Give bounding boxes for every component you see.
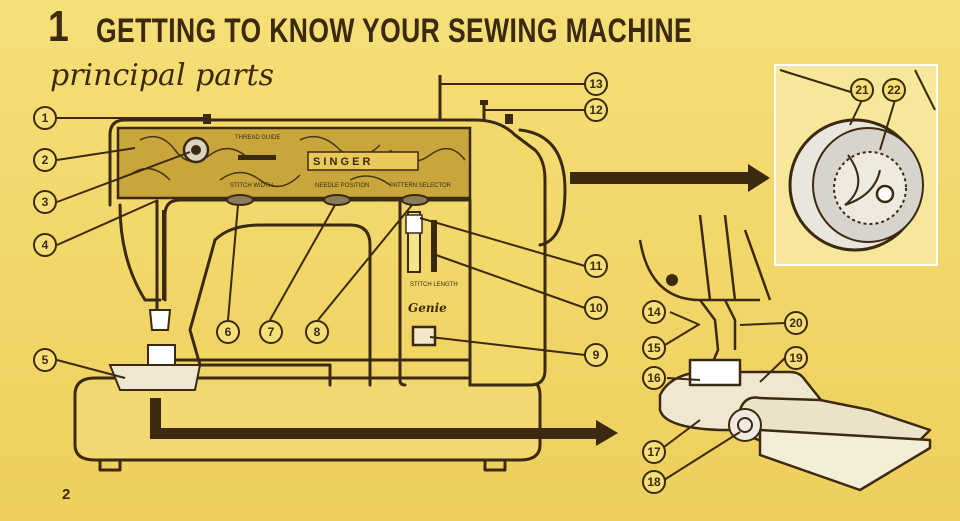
stitch-length-label: STITCH LENGTH bbox=[410, 282, 458, 288]
page-number: 2 bbox=[62, 486, 71, 503]
reverse-stitch-button[interactable] bbox=[411, 325, 437, 347]
callout-13: 13 bbox=[584, 72, 608, 96]
needle-position-dial[interactable] bbox=[323, 194, 351, 206]
callout-8: 8 bbox=[305, 320, 329, 344]
callout-9: 9 bbox=[584, 343, 608, 367]
callout-21: 21 bbox=[850, 78, 874, 102]
chapter-number: 1 bbox=[48, 2, 69, 51]
callout-17: 17 bbox=[642, 440, 666, 464]
callout-6: 6 bbox=[216, 320, 240, 344]
stitch-width-label: STITCH WIDTH bbox=[230, 183, 273, 189]
chapter-title: GETTING TO KNOW YOUR SEWING MACHINE bbox=[96, 12, 693, 50]
stitch-length-lever[interactable] bbox=[405, 214, 423, 234]
page-subtitle: principal parts bbox=[50, 58, 274, 93]
callout-4: 4 bbox=[33, 233, 57, 257]
stitch-width-dial[interactable] bbox=[226, 194, 254, 206]
callout-14: 14 bbox=[642, 300, 666, 324]
callout-5: 5 bbox=[33, 348, 57, 372]
callout-11: 11 bbox=[584, 254, 608, 278]
brand-logo: S I N G E R bbox=[313, 156, 371, 168]
pattern-selector-label: PATTERN SELECTOR bbox=[390, 183, 452, 189]
pattern-selector-dial[interactable] bbox=[401, 194, 429, 206]
bobbin-latch bbox=[875, 184, 895, 204]
threading-label: THREAD GUIDE bbox=[235, 135, 280, 141]
callout-15: 15 bbox=[642, 336, 666, 360]
callout-3: 3 bbox=[33, 190, 57, 214]
callout-20: 20 bbox=[784, 311, 808, 335]
callout-18: 18 bbox=[642, 470, 666, 494]
callout-22: 22 bbox=[882, 78, 906, 102]
callout-16: 16 bbox=[642, 366, 666, 390]
callout-7: 7 bbox=[259, 320, 283, 344]
model-logo: Genie bbox=[408, 301, 447, 315]
callout-10: 10 bbox=[584, 296, 608, 320]
callout-1: 1 bbox=[33, 106, 57, 130]
callout-12: 12 bbox=[584, 98, 608, 122]
callout-2: 2 bbox=[33, 148, 57, 172]
callout-19: 19 bbox=[784, 346, 808, 370]
needle-position-label: NEEDLE POSITION bbox=[315, 183, 369, 189]
